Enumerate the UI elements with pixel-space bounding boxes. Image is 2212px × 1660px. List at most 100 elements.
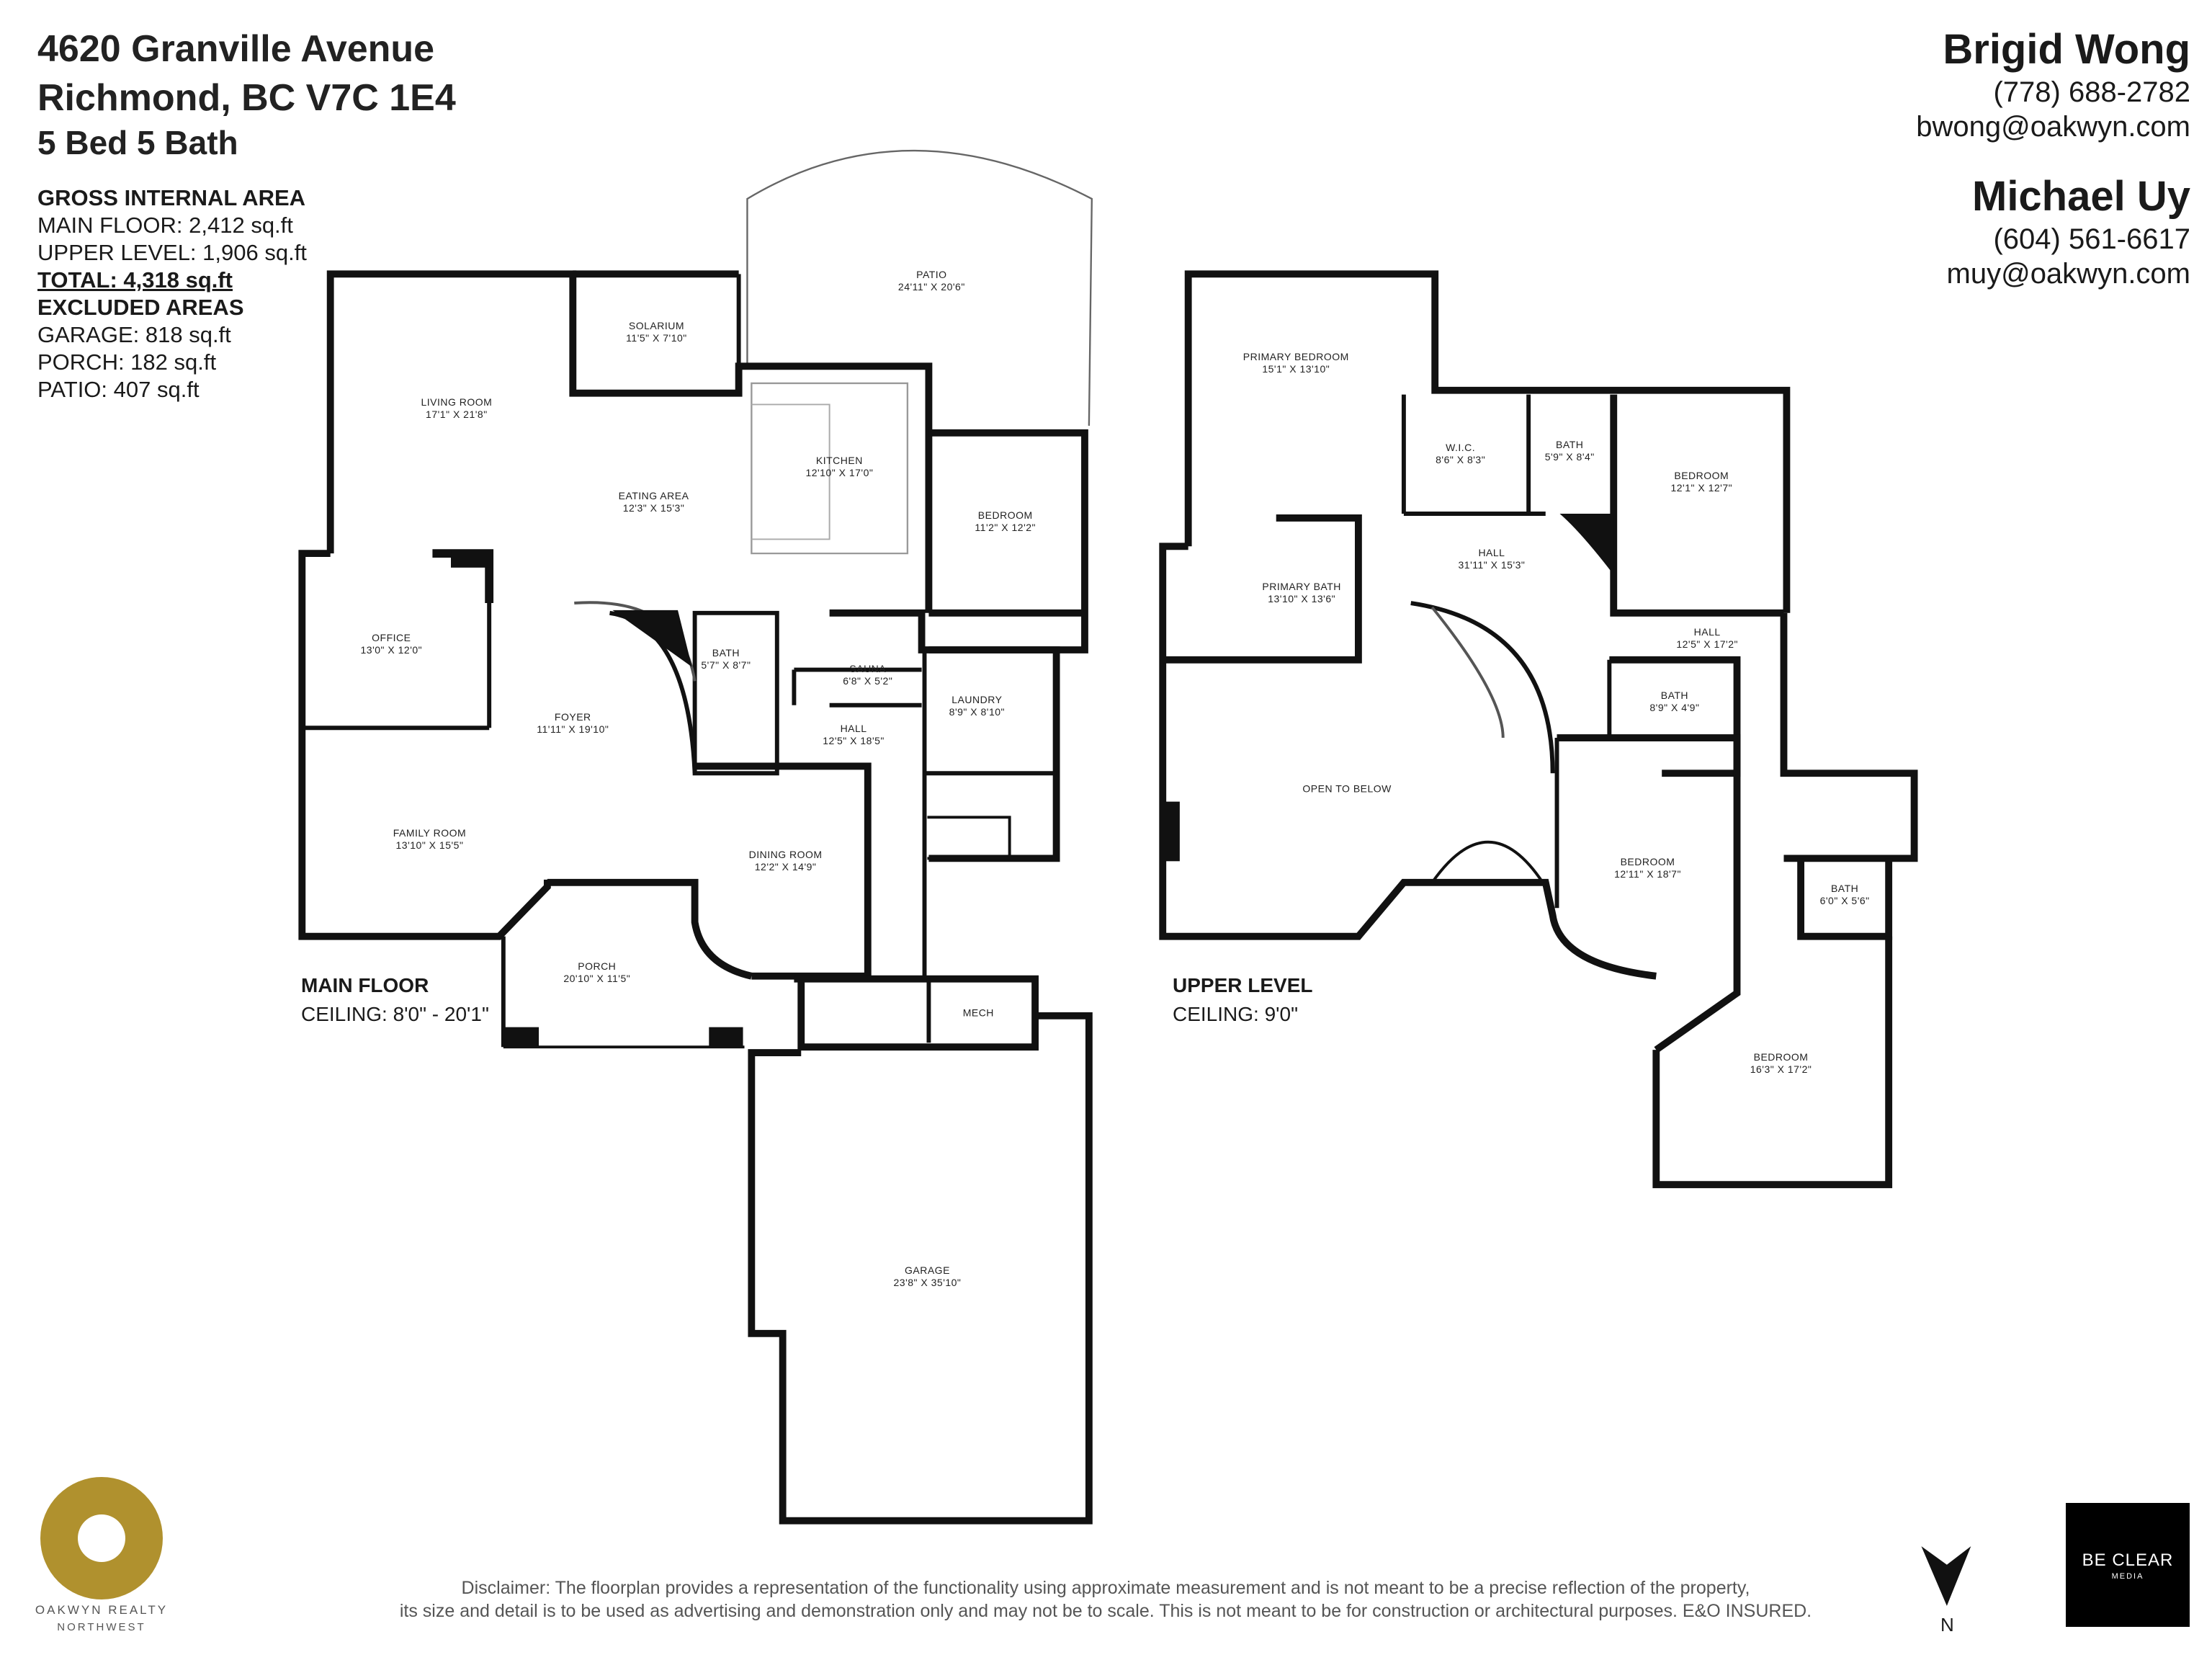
- room-dimensions: 11'11" X 19'10": [537, 723, 609, 735]
- room-dimensions: 23'8" X 35'10": [893, 1276, 962, 1288]
- media-line2: MEDIA: [2111, 1572, 2144, 1581]
- room-name: PATIO: [916, 268, 947, 280]
- room-name: BATH: [712, 647, 740, 659]
- room-name: BATH: [1660, 690, 1689, 702]
- main-floor-label: MAIN FLOOR: [301, 974, 429, 996]
- room-name: HALL: [840, 722, 867, 734]
- upper-level-ceiling: CEILING: 9'0": [1173, 1003, 1299, 1025]
- media-logo: BE CLEAR MEDIA: [2066, 1503, 2190, 1627]
- room-name: BATH: [1830, 883, 1859, 895]
- room-dimensions: 12'2" X 14'9": [754, 860, 817, 873]
- compass-icon: [1921, 1546, 1971, 1606]
- oakwyn-logo-icon: [40, 1477, 163, 1599]
- excluded-areas-heading: EXCLUDED AREAS: [37, 295, 244, 320]
- room-dimensions: 15'1" X 13'10": [1262, 362, 1330, 375]
- room-dimensions: 13'10" X 15'5": [395, 839, 464, 852]
- room-name: BEDROOM: [977, 509, 1033, 522]
- upper-level-label: UPPER LEVEL: [1173, 974, 1313, 996]
- beds-baths: 5 Bed 5 Bath: [37, 124, 238, 161]
- room-name: SAUNA: [849, 663, 887, 675]
- room-name: HALL: [1693, 625, 1721, 638]
- logo-line2: NORTHWEST: [57, 1621, 146, 1633]
- patio-area: PATIO: 407 sq.ft: [37, 377, 200, 402]
- room-name: FOYER: [554, 710, 591, 723]
- room-name: BATH: [1556, 439, 1584, 450]
- room-name: MECH: [962, 1007, 994, 1019]
- room-dimensions: 16'3" X 17'2": [1750, 1063, 1812, 1076]
- room-dimensions: 13'0" X 12'0": [360, 643, 423, 656]
- agent-contacts: Brigid Wong (778) 688-2782 bwong@oakwyn.…: [1686, 24, 2190, 291]
- room-name: W.I.C.: [1446, 441, 1476, 453]
- disclaimer-line1: Disclaimer: The floorplan provides a rep…: [461, 1578, 1750, 1598]
- agent-name-1: Brigid Wong: [1943, 26, 2190, 73]
- compass-label: N: [1940, 1614, 1954, 1636]
- agent-name-2: Michael Uy: [1972, 173, 2190, 220]
- room-name: PRIMARY BEDROOM: [1242, 350, 1349, 362]
- gross-area-heading: GROSS INTERNAL AREA: [37, 185, 306, 210]
- room-dimensions: 11'5" X 7'10": [626, 331, 687, 344]
- room-name: DINING ROOM: [748, 848, 823, 860]
- room-name: BEDROOM: [1674, 470, 1729, 482]
- room-name: PORCH: [578, 960, 617, 973]
- room-name: GARAGE: [905, 1264, 950, 1276]
- total-area: TOTAL: 4,318 sq.ft: [37, 267, 233, 293]
- room-dimensions: 31'11" X 15'3": [1458, 558, 1526, 571]
- agent-email-2[interactable]: muy@oakwyn.com: [1946, 258, 2190, 290]
- room-name: EATING AREA: [618, 489, 689, 501]
- address-line1: 4620 Granville Avenue: [37, 28, 435, 70]
- room-dimensions: 12'10" X 17'0": [805, 466, 874, 478]
- room-name: LAUNDRY: [951, 694, 1003, 706]
- main-floor-ceiling: CEILING: 8'0" - 20'1": [301, 1003, 489, 1025]
- upper-room-label: W.I.C.8'6" X 8'3": [1436, 442, 1485, 466]
- main-room-label: MECH: [963, 1007, 994, 1019]
- room-name: OPEN TO BELOW: [1302, 782, 1392, 795]
- room-name: OFFICE: [372, 631, 411, 643]
- room-name: KITCHEN: [815, 454, 863, 466]
- room-dimensions: 12'5" X 18'5": [823, 734, 885, 746]
- upper-room-label: OPEN TO BELOW: [1302, 782, 1391, 795]
- garage-area: GARAGE: 818 sq.ft: [37, 322, 231, 347]
- room-dimensions: 12'1" X 12'7": [1670, 482, 1733, 494]
- room-dimensions: 5'9" X 8'4": [1544, 451, 1595, 463]
- room-name: PRIMARY BATH: [1262, 580, 1341, 592]
- room-dimensions: 12'11" X 18'7": [1614, 867, 1681, 880]
- media-line1: BE CLEAR: [2082, 1550, 2174, 1570]
- room-dimensions: 8'9" X 4'9": [1649, 702, 1700, 714]
- agent-email-1[interactable]: bwong@oakwyn.com: [1916, 111, 2190, 143]
- address-line2: Richmond, BC V7C 1E4: [37, 77, 456, 119]
- room-name: LIVING ROOM: [421, 396, 493, 408]
- disclaimer: Disclaimer: The floorplan provides a rep…: [313, 1576, 1898, 1623]
- main-floor-area: MAIN FLOOR: 2,412 sq.ft: [37, 213, 293, 238]
- room-dimensions: 11'2" X 12'2": [975, 522, 1036, 534]
- room-dimensions: 8'9" X 8'10": [949, 706, 1006, 718]
- agent-phone-1[interactable]: (778) 688-2782: [1993, 76, 2190, 108]
- area-summary: GROSS INTERNAL AREA MAIN FLOOR: 2,412 sq…: [37, 184, 307, 403]
- agent-phone-2[interactable]: (604) 561-6617: [1993, 223, 2190, 255]
- room-name: HALL: [1478, 546, 1505, 558]
- room-dimensions: 20'10" X 11'5": [563, 973, 631, 985]
- room-name: BEDROOM: [1620, 855, 1675, 867]
- logo-line1: OAKWYN REALTY: [35, 1603, 169, 1617]
- room-dimensions: 12'5" X 17'2": [1676, 638, 1738, 650]
